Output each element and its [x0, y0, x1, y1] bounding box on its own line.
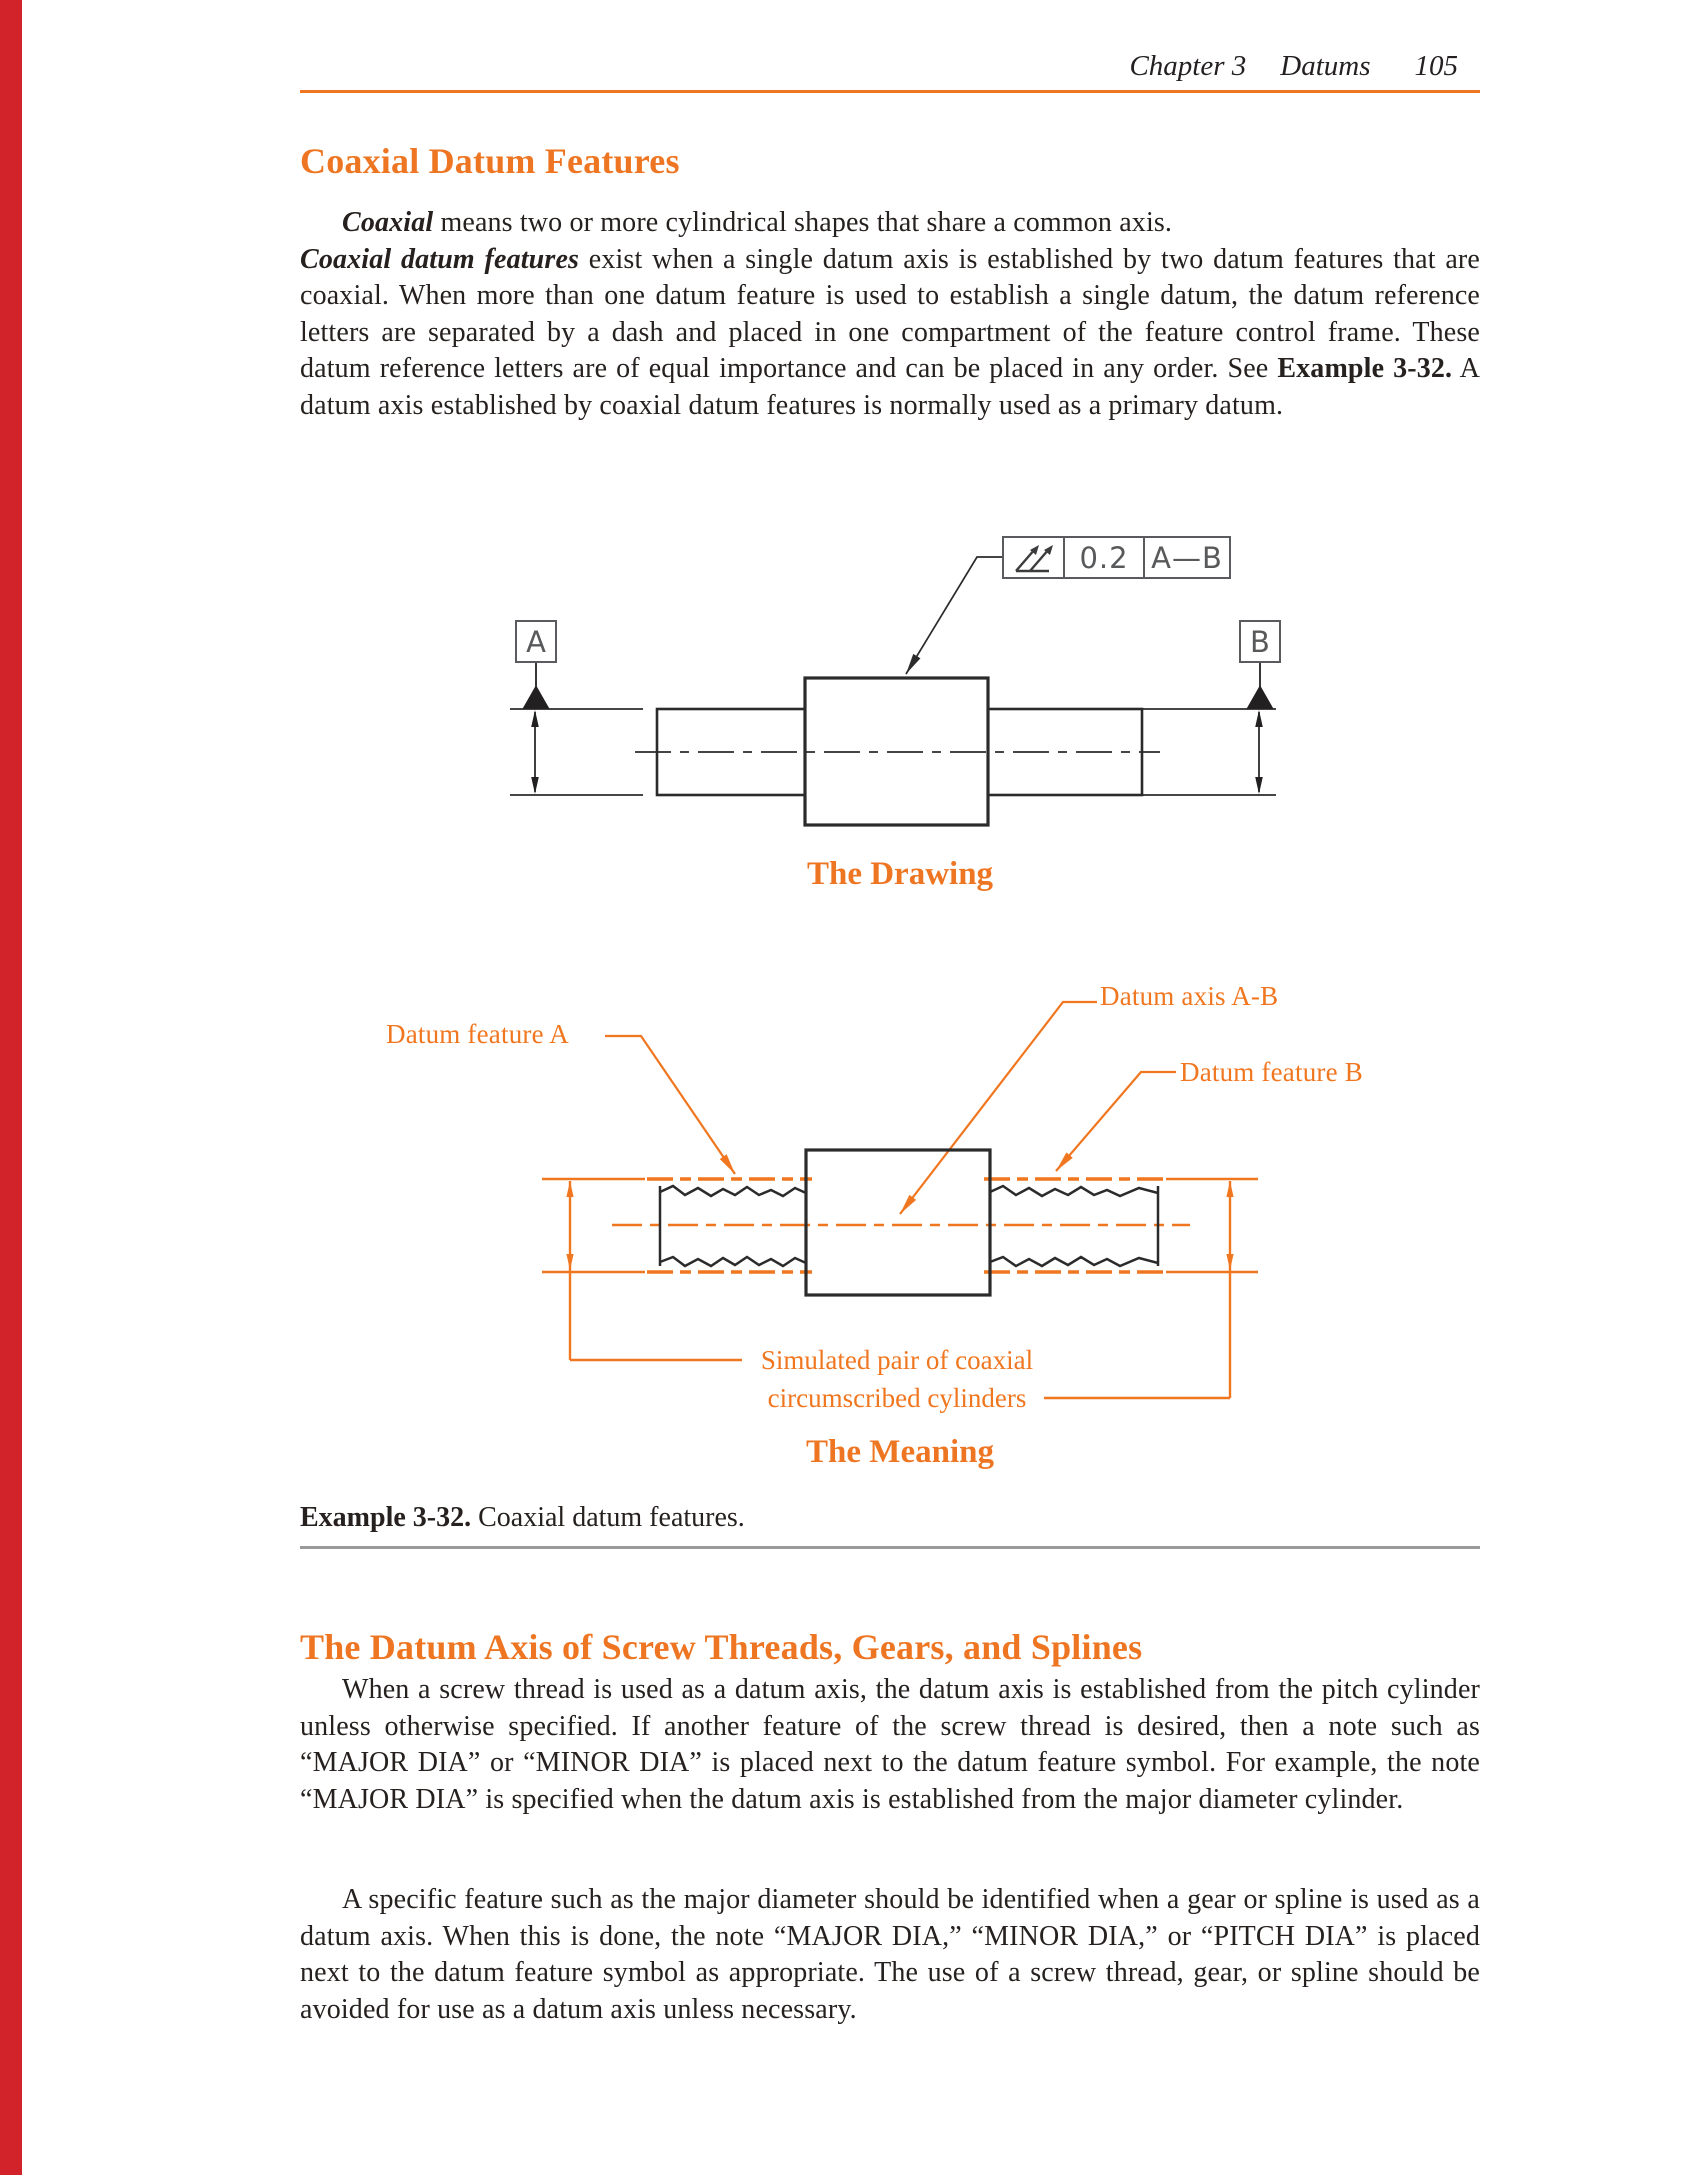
- label-simulated-cylinders: Simulated pair of coaxial circumscribed …: [652, 1341, 1142, 1417]
- meaning-figure-canvas: [542, 1000, 1258, 1400]
- label-simulated-line2: circumscribed cylinders: [767, 1383, 1027, 1413]
- datum-b-symbol-box: B: [1239, 620, 1281, 663]
- section2-paragraph-2: A specific feature such as the major dia…: [300, 1884, 1480, 2025]
- running-head-page-number: 105: [1414, 50, 1459, 82]
- caption-divider-rule: [300, 1546, 1480, 1549]
- datum-a-symbol-box: A: [515, 620, 557, 663]
- section1-heading: Coaxial Datum Features: [300, 141, 680, 181]
- annotation-leader-lines: [605, 1000, 1176, 1215]
- running-head-chapter: Chapter 3: [1129, 50, 1247, 82]
- center-cylinder-outline: [804, 1148, 992, 1297]
- feature-control-frame: 0.2 A—B: [1002, 536, 1231, 579]
- meaning-caption: The Meaning: [806, 1434, 994, 1470]
- drawing-figure-canvas: [510, 556, 1276, 827]
- meaning-dimension-lines: [566, 1181, 1234, 1400]
- section1-paragraph: Coaxial means two or more cylindrical sh…: [300, 205, 1480, 425]
- extension-lines: [510, 708, 1276, 796]
- running-head: Chapter 3 Datums 105: [300, 50, 1480, 83]
- fcf-datum-cell: A—B: [1143, 538, 1229, 577]
- example-reference: Example 3-32.: [1277, 353, 1453, 385]
- header-rule: [300, 90, 1480, 93]
- section2-paragraph-1: When a screw thread is used as a datum a…: [300, 1674, 1480, 1815]
- fcf-tolerance-cell: 0.2: [1063, 538, 1143, 577]
- simulated-cylinder-extension-lines: [542, 1177, 1258, 1274]
- italic-term-coaxial: Coaxial: [342, 207, 434, 238]
- running-head-section: Datums: [1280, 50, 1371, 82]
- example-caption-label: Example 3-32.: [300, 1502, 472, 1533]
- example-caption: Example 3-32. Coaxial datum features.: [300, 1502, 1480, 1534]
- actual-part-surfaces: [658, 1184, 1160, 1268]
- simulated-cylinder-boundaries: [647, 1177, 1168, 1274]
- italic-term-coaxial-datum-features: Coaxial datum features: [300, 243, 580, 275]
- datum-b-letter: B: [1250, 624, 1270, 659]
- label-simulated-line1: Simulated pair of coaxial: [760, 1345, 1034, 1375]
- example-caption-text: Coaxial datum features.: [471, 1502, 745, 1533]
- fcf-tolerance-value: 0.2: [1079, 540, 1129, 575]
- drawing-caption: The Drawing: [806, 856, 994, 892]
- dimension-lines: [531, 710, 1263, 794]
- paragraph-text: A datum axis established by coaxial datu…: [300, 353, 1480, 421]
- label-datum-axis: Datum axis A-B: [1100, 981, 1279, 1011]
- datum-a-letter: A: [526, 624, 546, 659]
- label-datum-feature-b: Datum feature B: [1180, 1057, 1363, 1087]
- fcf-leader-line: [905, 556, 1002, 675]
- total-runout-icon: [1014, 544, 1053, 572]
- label-datum-feature-a: Datum feature A: [386, 1019, 569, 1049]
- paragraph-text: means two or more cylindrical shapes tha…: [433, 207, 1173, 238]
- fcf-symbol-cell: [1004, 538, 1063, 577]
- datum-triangles: [522, 663, 1274, 709]
- page-edge-stripe: [0, 0, 22, 2175]
- section2-heading: The Datum Axis of Screw Threads, Gears, …: [300, 1627, 1143, 1667]
- paragraph-text: exist when a single datum axis is establ…: [300, 243, 1480, 385]
- fcf-datum-reference: A—B: [1151, 540, 1223, 575]
